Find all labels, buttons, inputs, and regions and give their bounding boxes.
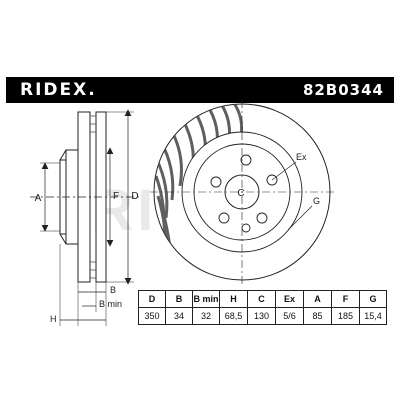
- spec-header-cell: C: [247, 290, 276, 308]
- dim-label-f: F: [113, 191, 119, 202]
- bolt-hole: [210, 176, 222, 188]
- spec-header-cell: B: [165, 290, 193, 308]
- spec-value-cell: 32: [192, 307, 220, 325]
- spec-header-cell: H: [219, 290, 248, 308]
- spec-header-cell: Ex: [275, 290, 304, 308]
- spec-table-header-row: D B B min H C Ex A F G: [138, 290, 387, 308]
- part-number: 82B0344: [302, 81, 384, 99]
- spec-header-cell: D: [138, 290, 166, 308]
- dimension-lines: [40, 109, 134, 326]
- disc-front-view: [150, 100, 334, 284]
- header-bar: RIDEX. 82B0344: [6, 77, 394, 103]
- face-label-ex: Ex: [296, 152, 307, 162]
- spec-value-cell: 130: [247, 307, 276, 325]
- spec-header-cell: B min: [192, 290, 220, 308]
- dim-label-b-min: B min: [99, 299, 122, 309]
- cooling-vanes: [90, 115, 96, 279]
- dim-label-h: H: [50, 314, 57, 324]
- bolt-hole: [241, 223, 251, 233]
- spec-value-cell: 68,5: [219, 307, 248, 325]
- dim-label-a: A: [35, 193, 42, 204]
- brand-logo: RIDEX.: [20, 80, 97, 100]
- spec-value-cell: 15,4: [359, 307, 387, 325]
- dim-label-d: D: [131, 191, 138, 202]
- spec-table: D B B min H C Ex A F G 350 34 32 68,5 13…: [138, 290, 387, 325]
- spec-value-cell: 34: [165, 307, 193, 325]
- spec-value-cell: 185: [331, 307, 360, 325]
- spec-table-value-row: 350 34 32 68,5 130 5/6 85 185 15,4: [138, 307, 387, 325]
- spec-header-cell: F: [331, 290, 360, 308]
- spec-value-cell: 5/6: [275, 307, 304, 325]
- bolt-hole: [240, 154, 252, 166]
- spec-header-cell: A: [303, 290, 332, 308]
- disc-cross-section: [30, 111, 140, 283]
- face-label-c: C: [237, 188, 244, 199]
- bolt-hole: [256, 212, 268, 224]
- face-label-g: G: [313, 196, 320, 206]
- dim-label-b: B: [110, 285, 116, 295]
- spec-value-cell: 85: [303, 307, 332, 325]
- spec-header-cell: G: [359, 290, 387, 308]
- bolt-hole: [218, 212, 230, 224]
- spec-value-cell: 350: [138, 307, 166, 325]
